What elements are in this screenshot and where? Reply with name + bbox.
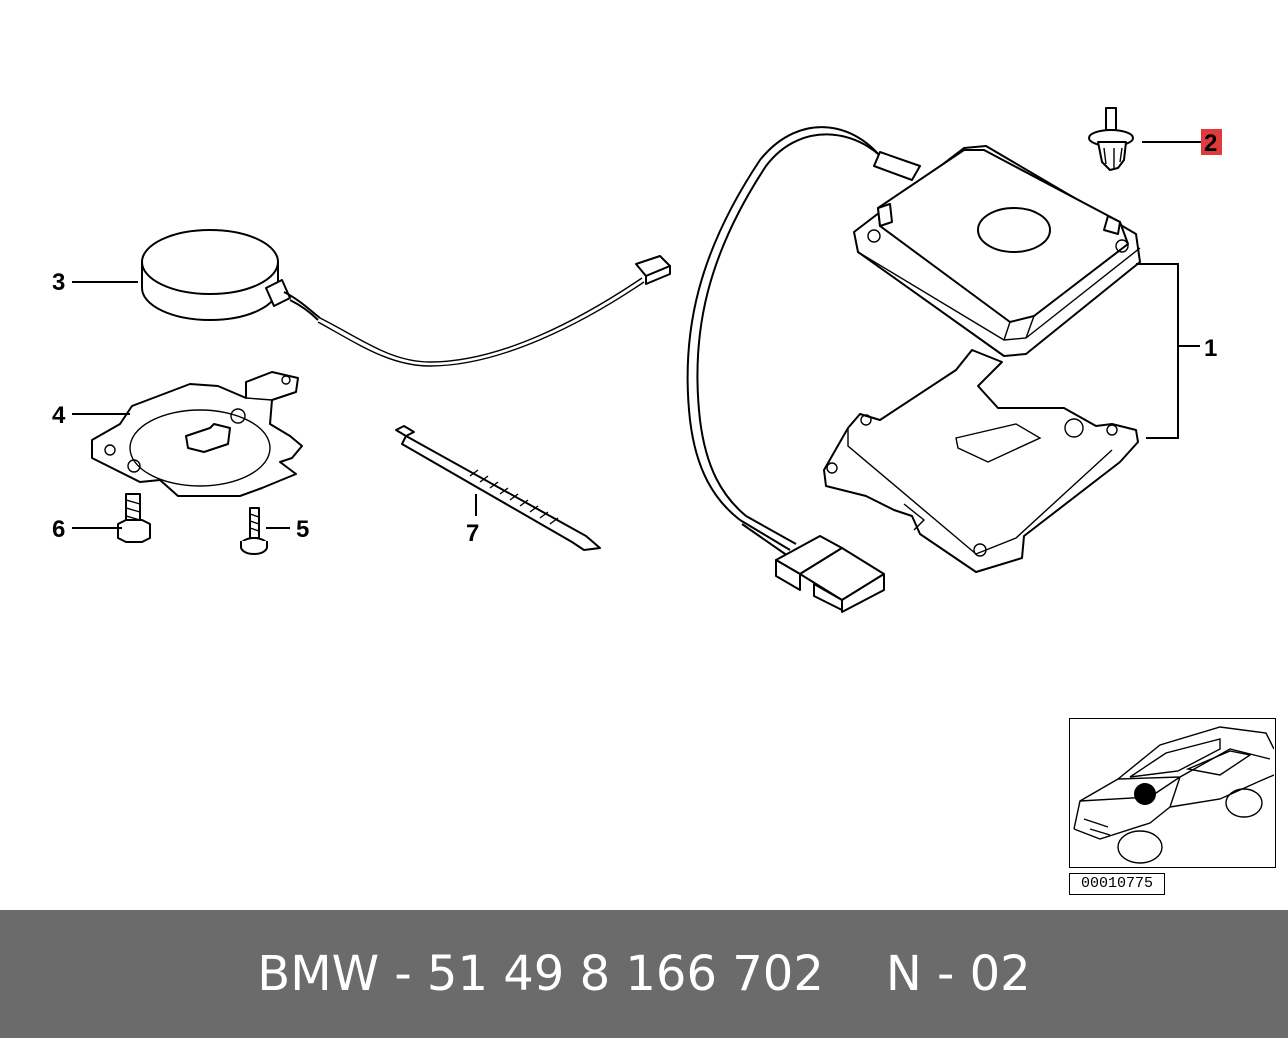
callout-2: 2 [1204,130,1217,157]
callout-2-highlight [1201,129,1222,155]
car-outline-icon [1073,726,1275,864]
control-unit-part [686,126,1141,613]
hex-bolt-part [117,493,151,543]
inset-code-label: 00010775 [1069,873,1165,895]
callout-5: 5 [296,516,309,543]
footer-part-number: BMW - 51 49 8 166 702 [257,946,824,1002]
callout-1: 1 [1204,335,1217,362]
round-sensor-part [141,229,671,367]
bracket-part [91,371,303,497]
parts-diagram: 1 2 3 4 5 6 7 [52,107,1222,613]
clip-rivet-part [1088,107,1134,171]
footer-banner: BMW - 51 49 8 166 702 N - 02 [0,910,1288,1038]
leader-lines [72,141,1202,529]
footer-code: N - 02 [885,946,1031,1002]
callout-3: 3 [52,269,65,296]
callout-6: 6 [52,516,65,543]
location-marker-icon [1134,783,1156,805]
small-screw-part [240,507,268,555]
cable-tie-part [395,425,601,551]
callout-4: 4 [52,402,66,429]
car-location-inset [1069,718,1276,868]
callout-7: 7 [466,520,479,547]
